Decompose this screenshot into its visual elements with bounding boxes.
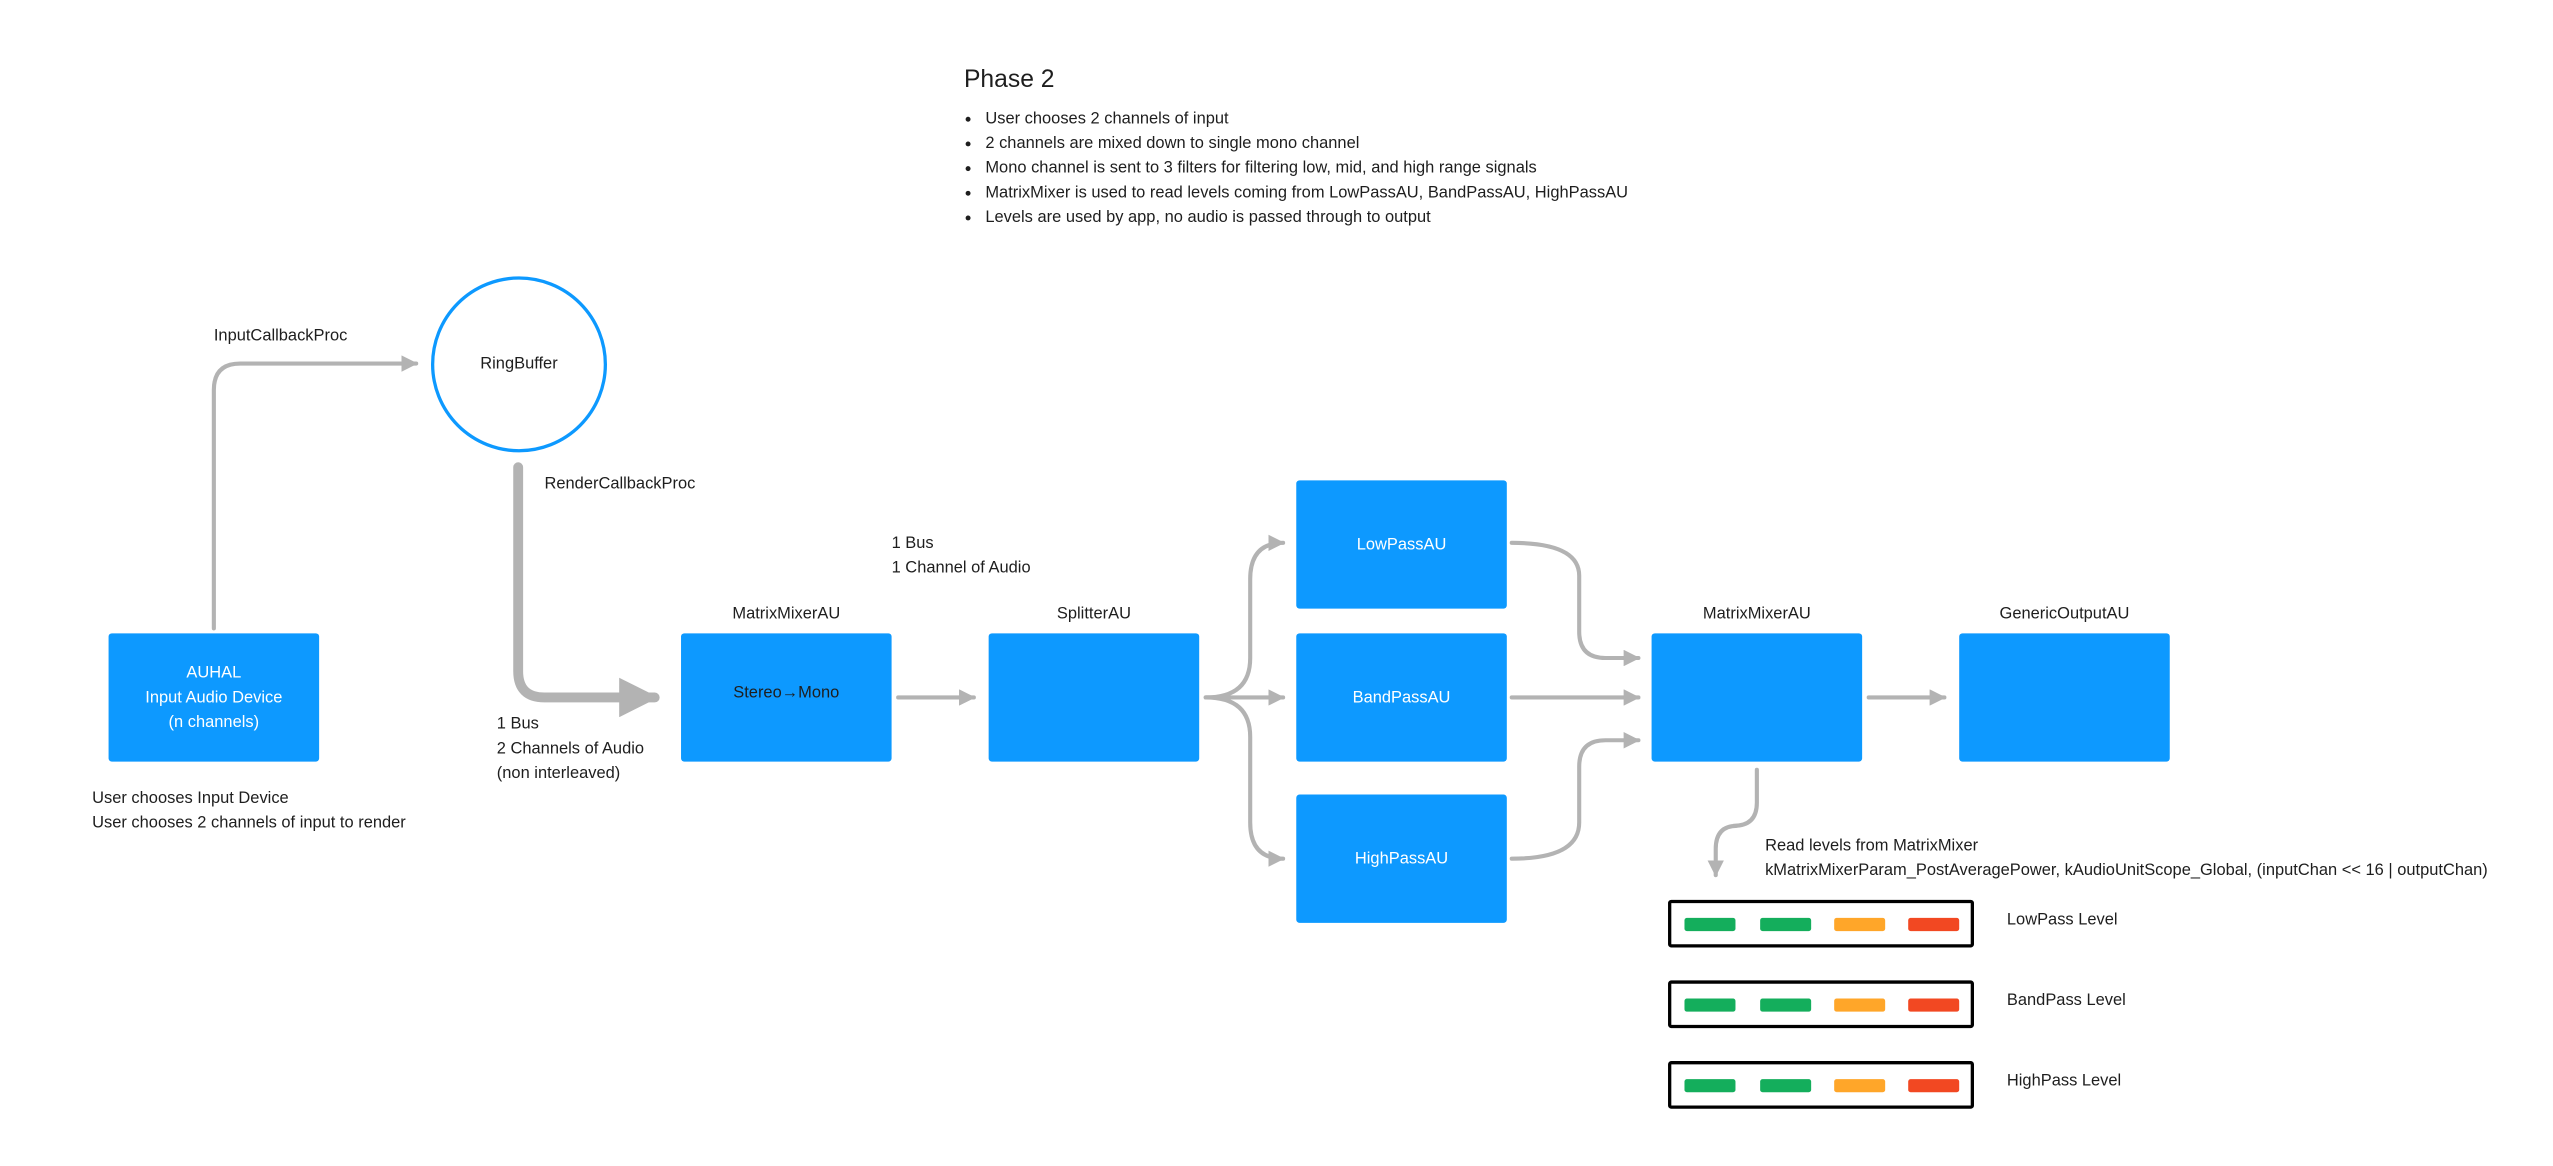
meter-segment-green — [1684, 998, 1736, 1012]
phase-title: Phase 2 — [963, 65, 1055, 94]
arrow-highpass-to-matrixmixer — [1509, 732, 1641, 861]
matrixmixer-out-title: MatrixMixerAU — [1702, 605, 1811, 624]
bandpass-level-meter — [1668, 980, 1974, 1029]
user-note-line: User chooses 2 channels of input to rend… — [92, 814, 406, 833]
meter-segment-green — [1684, 917, 1736, 932]
meter-segment-red — [1908, 917, 1960, 932]
bandpass-node: BandPassAU — [1296, 633, 1507, 762]
highpass-label: HighPassAU — [1354, 849, 1449, 868]
bus-two-channels-label: 1 Bus 2 Channels of Audio (non interleav… — [497, 712, 644, 786]
splitter-node — [988, 633, 1200, 762]
arrow-splitter-to-lowpass — [1203, 534, 1286, 700]
input-callback-label: InputCallbackProc — [213, 327, 348, 346]
lowpass-node: LowPassAU — [1296, 480, 1507, 609]
arrow-lowpass-to-matrixmixer — [1509, 540, 1641, 667]
splitter-title: SplitterAU — [1056, 605, 1131, 624]
render-callback-label: RenderCallbackProc — [544, 475, 696, 494]
meter-segment-green — [1760, 998, 1812, 1012]
meter-segment-red — [1908, 998, 1960, 1012]
genericoutput-node — [1959, 633, 2170, 762]
user-note-line: User chooses Input Device — [92, 789, 289, 808]
user-notes-label: User chooses Input Device User chooses 2… — [92, 786, 406, 835]
auhal-node-line: (n channels) — [168, 713, 260, 732]
read-levels-line: kMatrixMixerParam_PostAveragePower, kAud… — [1765, 861, 2488, 881]
meter-segment-orange — [1834, 1079, 1886, 1093]
phase-bullet: MatrixMixer is used to read levels comin… — [985, 181, 1628, 206]
meter-segment-red — [1908, 1079, 1960, 1093]
arrow-ringbuffer-to-matrixmixer — [513, 462, 660, 718]
bus-two-channels-line: 2 Channels of Audio — [496, 740, 645, 759]
meter-segment-green — [1760, 917, 1812, 932]
phase-bullet: Levels are used by app, no audio is pass… — [985, 206, 1628, 231]
bus-one-channel-label: 1 Bus 1 Channel of Audio — [892, 531, 1031, 580]
auhal-node: AUHAL Input Audio Device (n channels) — [108, 633, 320, 762]
auhal-node-line: AUHAL — [186, 663, 242, 682]
arrow-auhal-to-ringbuffer — [211, 355, 419, 631]
matrixmixer-in-node: Stereo→Mono — [681, 633, 892, 762]
read-levels-line: Read levels from MatrixMixer — [1765, 837, 1979, 856]
phase-bullet: Mono channel is sent to 3 filters for fi… — [985, 156, 1628, 181]
meter-segment-orange — [1834, 917, 1886, 932]
bus-one-channel-line: 1 Channel of Audio — [891, 559, 1031, 578]
matrixmixer-in-text: Stereo→Mono — [733, 683, 840, 702]
meter-segment-green — [1760, 1079, 1812, 1093]
bus-two-channels-line: 1 Bus — [496, 715, 539, 734]
bus-two-channels-line: (non interleaved) — [496, 764, 621, 784]
bandpass-level-label: BandPass Level — [2006, 991, 2126, 1011]
ringbuffer-label: RingBuffer — [480, 355, 558, 374]
bandpass-label: BandPassAU — [1352, 688, 1451, 707]
read-levels-label: Read levels from MatrixMixer kMatrixMixe… — [1765, 834, 2488, 883]
auhal-node-line: Input Audio Device — [145, 688, 283, 707]
matrixmixer-in-title: MatrixMixerAU — [732, 605, 841, 624]
arrow-matrixmixer-to-meters — [1707, 767, 1759, 878]
highpass-level-label: HighPass Level — [2006, 1072, 2122, 1091]
highpass-level-meter — [1668, 1061, 1974, 1109]
ringbuffer-node: RingBuffer — [430, 276, 608, 453]
matrixmixer-out-node — [1651, 633, 1863, 762]
highpass-node: HighPassAU — [1296, 794, 1507, 923]
phase-bullet-list: User chooses 2 channels of input 2 chann… — [964, 107, 1628, 230]
arrow-splitter-to-highpass — [1203, 695, 1286, 867]
lowpass-level-meter — [1668, 899, 1974, 948]
bus-one-channel-line: 1 Bus — [891, 534, 934, 553]
lowpass-level-label: LowPass Level — [2006, 911, 2118, 930]
genericoutput-title: GenericOutputAU — [1999, 605, 2130, 624]
lowpass-label: LowPassAU — [1356, 535, 1447, 554]
phase-bullet: User chooses 2 channels of input — [985, 107, 1628, 132]
meter-segment-orange — [1834, 998, 1886, 1012]
phase-bullet: 2 channels are mixed down to single mono… — [985, 132, 1628, 157]
meter-segment-green — [1684, 1079, 1736, 1093]
